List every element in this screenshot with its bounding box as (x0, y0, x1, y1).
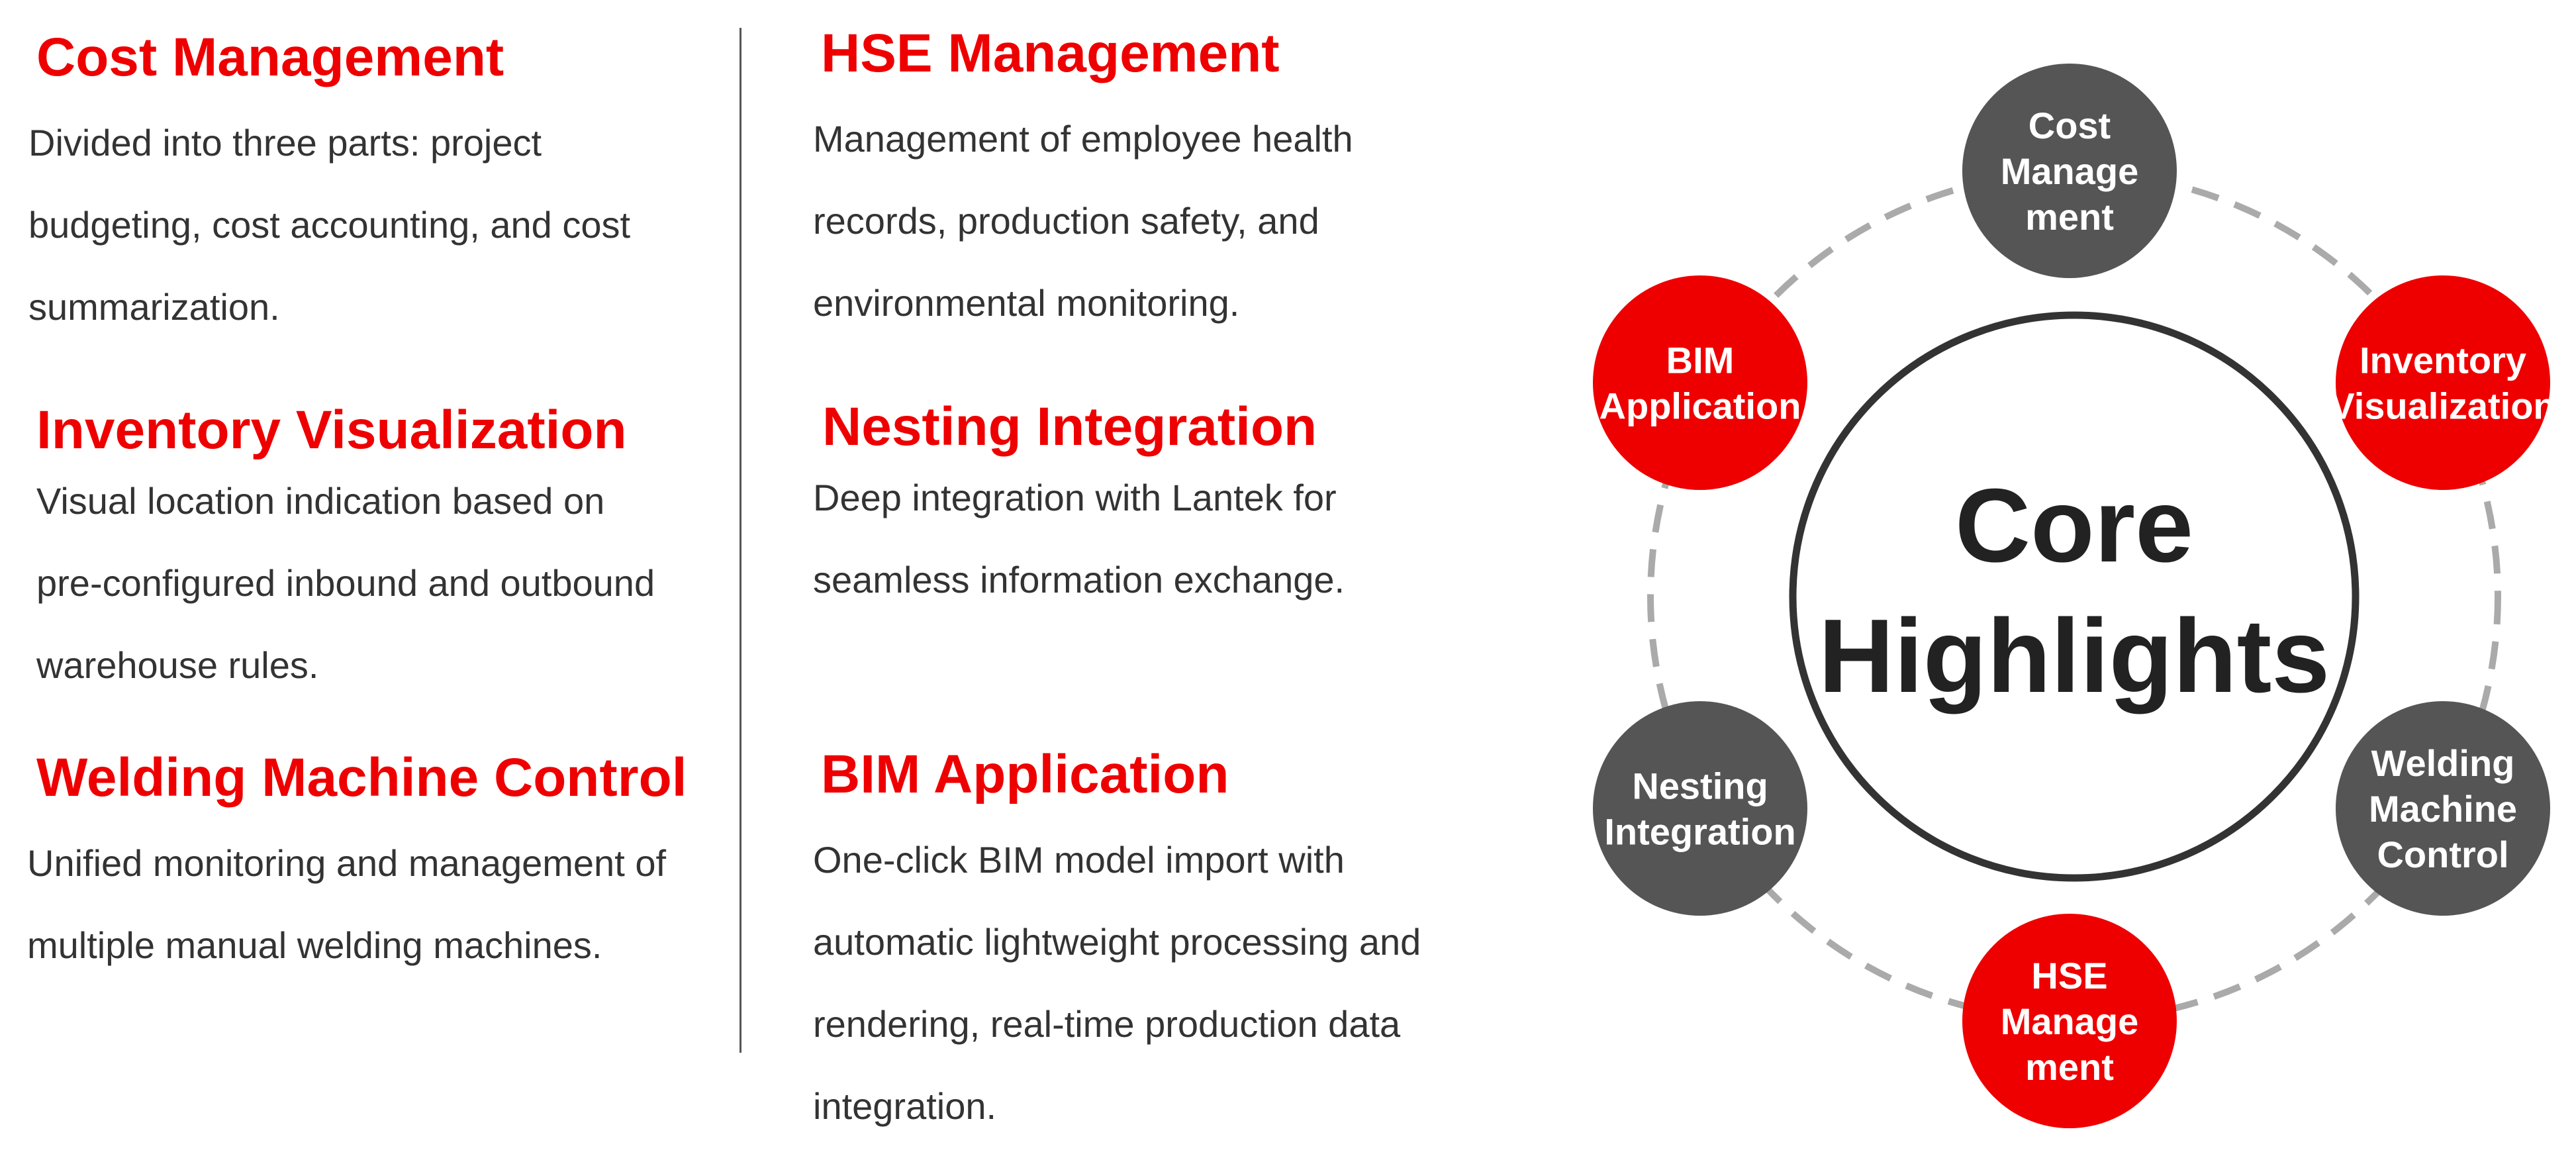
node-label: Visualization (2330, 385, 2555, 427)
node-label: Application (1599, 385, 1801, 427)
node-circle (1962, 914, 2177, 1128)
node-label: BIM (1666, 340, 1735, 381)
core-highlights-diagram: Core Highlights CostManagementInventoryV… (1593, 64, 2556, 1128)
section-title: Cost Management (36, 27, 504, 87)
section-text: Visual location indication based on pre-… (36, 480, 655, 687)
section-title: Welding Machine Control (36, 748, 687, 808)
node-label: Nesting (1632, 765, 1768, 807)
node-label: ment (2025, 196, 2114, 238)
node-circle (2336, 275, 2550, 490)
core-circle (1789, 311, 2360, 882)
section-title: Inventory Visualization (36, 400, 627, 460)
section-inventory-visualization: Inventory Visualization Visual location … (36, 400, 725, 706)
node-label: Manage (2001, 1000, 2139, 1042)
node-label: Cost (2028, 105, 2111, 146)
node-label: Manage (2001, 150, 2139, 192)
section-title: BIM Application (821, 744, 1229, 804)
section-cost-management: Cost Management Divided into three parts… (28, 27, 725, 348)
section-bim-application: BIM Application One-click BIM model impo… (813, 744, 1496, 1147)
section-text: Divided into three parts: project budget… (28, 122, 631, 328)
node-circle (2336, 701, 2550, 916)
node-label: Welding (2371, 742, 2515, 784)
core-label-line1: Core (1955, 467, 2193, 584)
node-circle (1593, 701, 1807, 916)
section-title: HSE Management (821, 23, 1280, 83)
section-text: Management of employee health records, p… (813, 118, 1353, 324)
node-circle (1962, 64, 2177, 278)
section-nesting-integration: Nesting Integration Deep integration wit… (813, 397, 1484, 621)
node-label: Inventory (2360, 340, 2526, 381)
node-label: Control (2377, 834, 2508, 875)
section-welding-machine-control: Welding Machine Control Unified monitori… (27, 748, 732, 987)
section-text: Deep integration with Lantek for seamles… (813, 477, 1345, 601)
core-label-line2: Highlights (1819, 598, 2330, 714)
highlight-nodes: CostManagementInventoryVisualizationWeld… (1593, 64, 2556, 1128)
node-circle (1593, 275, 1807, 490)
section-text: Unified monitoring and management of mul… (27, 842, 667, 967)
section-hse-management: HSE Management Management of employee he… (813, 23, 1483, 344)
node-label: Machine (2369, 788, 2517, 830)
node-label: ment (2025, 1046, 2114, 1088)
column-divider (739, 28, 741, 1053)
section-title: Nesting Integration (822, 397, 1317, 457)
node-label: Integration (1604, 811, 1795, 853)
section-text: One-click BIM model import with automati… (813, 839, 1421, 1128)
node-label: HSE (2031, 955, 2107, 996)
